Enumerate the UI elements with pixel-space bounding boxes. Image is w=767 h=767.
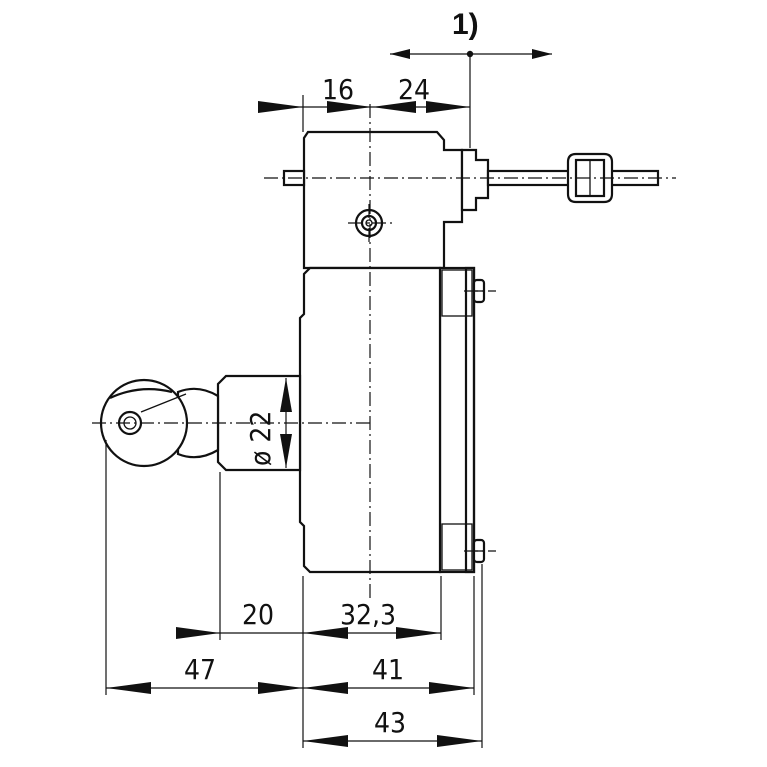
switch-body	[298, 266, 486, 574]
note-label: 1)	[452, 8, 479, 41]
dim-24: 24	[372, 73, 470, 113]
dim-20: 20	[176, 598, 303, 639]
dim-43: 43	[303, 706, 482, 747]
dim-41: 41	[303, 653, 474, 694]
dim-47-label: 47	[184, 653, 216, 686]
dim-41-label: 41	[372, 653, 404, 686]
dim-diameter-label: ø 22	[244, 411, 277, 466]
dim-32-3: 32,3	[303, 598, 441, 639]
dim-47: 47	[106, 653, 303, 694]
dim-43-label: 43	[374, 706, 406, 739]
note-1-marker: 1)	[390, 8, 552, 59]
dim-16: 16	[258, 73, 372, 113]
dim-32-3-label: 32,3	[340, 598, 396, 631]
dim-20-label: 20	[242, 598, 274, 631]
key-barrel	[176, 374, 302, 472]
center-lines	[92, 104, 676, 600]
dim-24-label: 24	[398, 73, 430, 106]
switch-head	[282, 130, 490, 270]
dim-diameter-22: ø 22	[244, 378, 292, 468]
extension-lines	[105, 55, 483, 748]
dim-16-label: 16	[322, 73, 354, 106]
